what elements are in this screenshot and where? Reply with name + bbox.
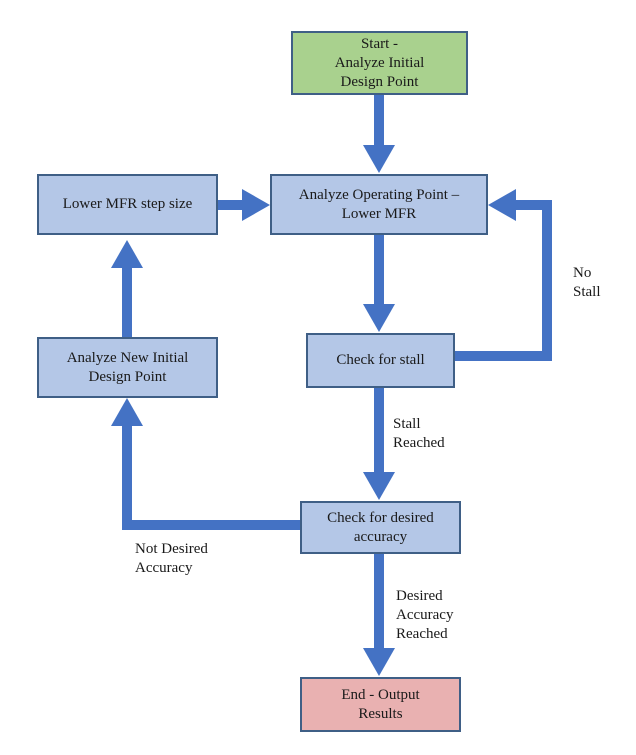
check-for-stall-node: Check for stall <box>306 333 455 388</box>
arrow-analyze-operating-point-to-check-stall <box>363 235 395 332</box>
analyze-new-initial-design-point-node: Analyze New Initial Design Point <box>37 337 218 398</box>
desired-accuracy-reached-label: Desired Accuracy Reached <box>396 588 454 642</box>
check-for-stall-label: Check for stall <box>336 352 425 368</box>
arrow-no-stall-loop <box>455 189 552 361</box>
analyze-new-initial-design-point-label: Analyze New Initial Design Point <box>66 349 189 385</box>
arrow-stall-reached <box>363 388 395 500</box>
check-desired-accuracy-node: Check for desired accuracy <box>300 501 461 554</box>
analyze-operating-point-node: Analyze Operating Point – Lower MFR <box>270 174 488 235</box>
arrow-not-desired-accuracy <box>111 398 302 530</box>
arrow-start-to-analyze-operating-point <box>363 95 395 173</box>
check-desired-accuracy-label: Check for desired accuracy <box>327 509 434 545</box>
arrow-lower-step-to-analyze-operating-point <box>218 189 270 221</box>
stall-reached-label: Stall Reached <box>393 416 445 451</box>
no-stall-label: No Stall <box>573 265 601 300</box>
arrow-analyze-new-to-lower-step <box>111 240 143 337</box>
start-node-label: Start - Analyze Initial Design Point <box>334 35 425 90</box>
lower-mfr-step-size-node: Lower MFR step size <box>37 174 218 235</box>
start-node: Start - Analyze Initial Design Point <box>291 31 468 95</box>
lower-mfr-step-size-label: Lower MFR step size <box>62 196 193 212</box>
arrow-desired-accuracy-reached <box>363 554 395 676</box>
not-desired-accuracy-label: Not Desired Accuracy <box>135 541 208 576</box>
end-node-label: End - Output Results <box>341 686 420 722</box>
end-node: End - Output Results <box>300 677 461 732</box>
analyze-operating-point-label: Analyze Operating Point – Lower MFR <box>298 186 460 222</box>
